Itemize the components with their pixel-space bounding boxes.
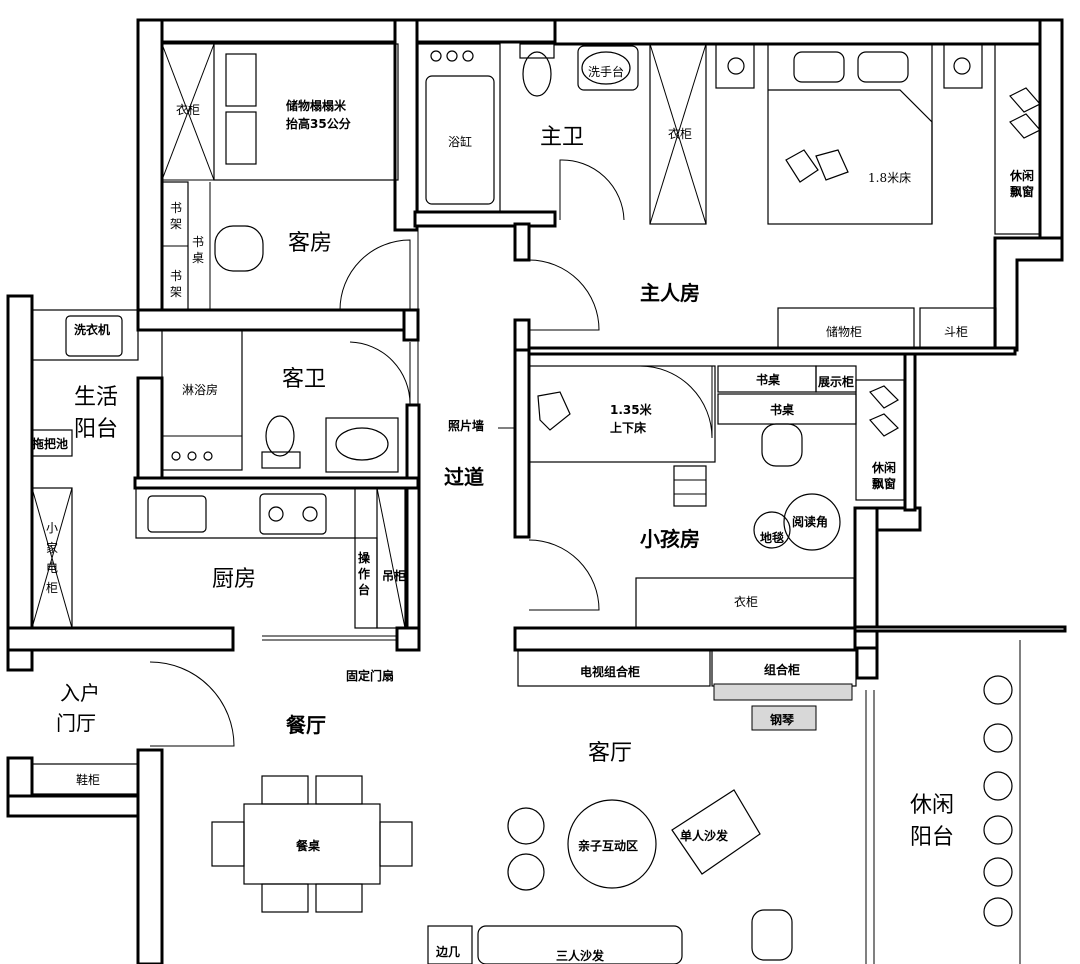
room-living-balcony-2: 阳台 <box>74 417 118 442</box>
kid-bay-window-2: 飘窗 <box>872 476 896 491</box>
leisure-balcony: 休闲 阳台 <box>865 640 1021 964</box>
rug-label: 地毯 <box>760 530 784 545</box>
work-counter-1: 操 <box>358 550 371 565</box>
hanging-cabinet-label: 吊柜 <box>382 568 406 583</box>
desk-label-2: 桌 <box>192 251 204 265</box>
kid-bay-window-1: 休闲 <box>871 460 896 475</box>
small-appliance-2: 家 <box>46 540 58 555</box>
bookshelf-a-1: 书 <box>170 201 182 215</box>
parent-child-area-label: 亲子互动区 <box>578 838 638 853</box>
desk-label-1: 书 <box>192 235 204 249</box>
bay-window-label-2: 飘窗 <box>1010 184 1034 199</box>
room-entry-1: 入户 <box>60 681 100 705</box>
shoe-cabinet-label: 鞋柜 <box>76 772 100 787</box>
dining-table-label: 餐桌 <box>296 838 321 853</box>
room-dining: 餐厅 <box>286 713 326 737</box>
bunk-bed-label-1: 1.35米 <box>610 402 653 417</box>
guest-room: 衣柜 储物榻榻米 抬高35公分 书 架 书 桌 书 架 客房 <box>161 43 411 311</box>
mop-sink-label: 拖把池 <box>32 436 68 451</box>
feature-wall-label: 照片墙 <box>448 418 484 433</box>
single-sofa-label: 单人沙发 <box>680 828 729 843</box>
room-living-balcony-1: 生活 <box>74 385 118 410</box>
room-corridor: 过道 <box>444 465 484 489</box>
kitchen: 操 作 台 吊柜 固定门扇 厨房 <box>135 487 406 683</box>
three-seat-sofa-label: 三人沙发 <box>556 948 605 963</box>
small-appliance-3: 电 <box>46 561 58 575</box>
room-kid-room: 小孩房 <box>640 527 700 551</box>
walls <box>6 18 1067 964</box>
master-room: 衣柜 1.8米床 休闲 飘窗 储物柜 斗柜 主人房 <box>528 43 1041 349</box>
side-table-label: 边几 <box>435 944 460 959</box>
corridor: 照片墙 过道 <box>417 230 516 640</box>
display-cabinet-label: 展示柜 <box>818 374 854 389</box>
living-balcony: 洗衣机 拖把池 生活 阳台 小 家 电 柜 <box>31 309 139 629</box>
room-living: 客厅 <box>588 741 632 766</box>
guest-bath: 淋浴房 客卫 <box>161 329 411 473</box>
bed-18-label: 1.8米床 <box>868 171 911 185</box>
room-leisure-balcony-2: 阳台 <box>910 825 954 850</box>
room-guest-bath: 客卫 <box>282 367 326 392</box>
master-bath: 浴缸 洗手台 主卫 <box>417 43 639 221</box>
room-guest-room: 客房 <box>288 231 332 256</box>
room-entry-2: 门厅 <box>56 711 96 735</box>
bookshelf-b-1: 书 <box>170 269 182 283</box>
master-wardrobe-label: 衣柜 <box>668 126 692 141</box>
room-leisure-balcony-1: 休闲 <box>910 793 954 818</box>
room-kitchen: 厨房 <box>212 567 256 592</box>
reading-corner-label: 阅读角 <box>792 514 828 529</box>
desk-label: 书桌 <box>770 402 795 417</box>
living-room: 电视组合柜 组合柜 钢琴 亲子互动区 单人沙发 边几 三人沙发 客厅 <box>427 649 857 964</box>
work-counter-3: 台 <box>358 582 370 597</box>
bay-window-label-1: 休闲 <box>1009 168 1034 183</box>
kid-wardrobe-label: 衣柜 <box>734 594 758 609</box>
work-counter-2: 作 <box>358 566 370 581</box>
entry: 入户 门厅 鞋柜 <box>31 661 235 795</box>
chest-label: 斗柜 <box>944 325 968 339</box>
piano-label: 钢琴 <box>770 712 795 727</box>
wardrobe-label: 衣柜 <box>176 102 200 117</box>
small-appliance-4: 柜 <box>46 581 58 595</box>
washer-label: 洗衣机 <box>74 322 110 337</box>
small-appliance-1: 小 <box>46 521 58 535</box>
bookshelf-b-2: 架 <box>170 285 182 299</box>
dining: 餐桌 餐厅 <box>211 713 413 913</box>
desk-top-label: 书桌 <box>756 372 781 387</box>
bookshelf-a-2: 架 <box>170 217 182 231</box>
kid-room: 1.35米 上下床 书桌 展示柜 书桌 休闲 飘窗 阅读角 地毯 衣柜 小孩房 <box>528 365 905 629</box>
storage-cabinet-label: 储物柜 <box>826 324 862 339</box>
fixed-door-label: 固定门扇 <box>346 668 394 683</box>
shower-label: 淋浴房 <box>182 382 218 397</box>
washbasin-label: 洗手台 <box>588 64 624 79</box>
tatami-label-2: 抬高35公分 <box>286 116 351 131</box>
bathtub-label: 浴缸 <box>448 134 472 149</box>
room-master-room: 主人房 <box>640 281 700 305</box>
tatami-label-1: 储物榻榻米 <box>286 98 347 113</box>
room-master-bath: 主卫 <box>540 125 584 150</box>
combo-cabinet-label: 组合柜 <box>764 662 800 677</box>
bunk-bed-label-2: 上下床 <box>610 420 647 435</box>
tv-cabinet-label: 电视组合柜 <box>580 664 640 679</box>
